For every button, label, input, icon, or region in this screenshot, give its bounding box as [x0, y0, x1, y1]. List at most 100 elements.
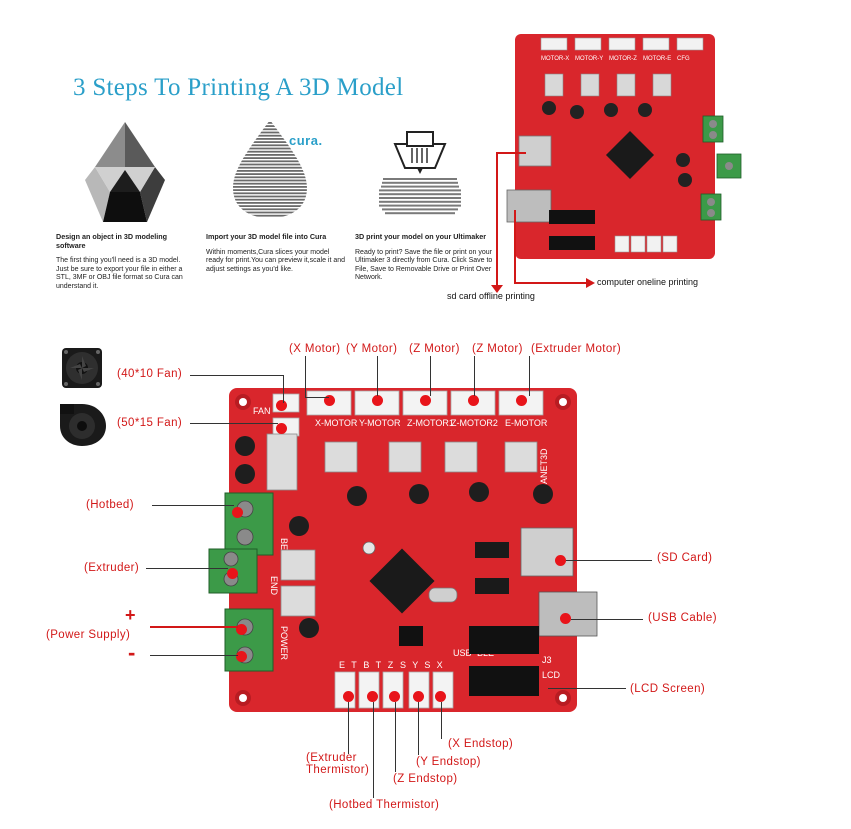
endstop-pin-label: S: [400, 660, 406, 670]
endstop-pin-label: X: [437, 660, 443, 670]
lcd-leader: [548, 688, 626, 689]
label-x-motor: (X Motor): [289, 343, 341, 355]
sliced-model-icon: [233, 122, 307, 217]
step-3: 3D print your model on your Ultimaker Re…: [355, 232, 495, 283]
endstop-pin-label: B: [363, 660, 369, 670]
hotbed-dot: [232, 507, 243, 518]
label-sd-card: (SD Card): [657, 552, 713, 564]
z-motor-2-dot: [468, 395, 479, 406]
step-1-heading: Design an object in 3D modeling software: [56, 232, 168, 250]
top-board-silk-label: MOTOR-E: [643, 56, 671, 62]
page-title: 3 Steps To Printing A 3D Model: [73, 74, 404, 101]
step-2: Import your 3D model file into Cura With…: [206, 232, 346, 274]
z-motor-1-leader: [430, 356, 431, 396]
extruder-leader: [146, 568, 228, 569]
online-caption: computer oneline printing: [597, 277, 699, 287]
online-arrow-bottom: [514, 282, 588, 284]
endstop-pin-label: T: [376, 660, 382, 670]
silk-usb: USB: [453, 648, 472, 658]
power-plus-sign: +: [125, 605, 136, 625]
fan-50x15-blower-icon: [60, 404, 106, 446]
label-lcd-screen: (LCD Screen): [630, 683, 706, 695]
sd-card-dot: [555, 555, 566, 566]
silk-lcd: LCD: [542, 670, 561, 680]
3d-model-gem-icon: [85, 122, 165, 222]
silk-anet: ANET3D: [539, 448, 549, 484]
top-board-silk-label: MOTOR-X: [541, 56, 569, 62]
endstop-pin-label: Y: [412, 660, 418, 670]
label-usb-cable: (USB Cable): [648, 612, 717, 624]
x-motor-leader: [305, 356, 306, 398]
offline-caption: sd card offline printing: [447, 291, 535, 301]
label-hotbed-thermistor: (Hotbed Thermistor): [329, 799, 440, 811]
label-extruder: (Extruder): [84, 562, 140, 574]
hotbed-leader: [152, 505, 234, 506]
x-endstop-leader: [441, 702, 442, 739]
extruder-motor-dot: [516, 395, 527, 406]
anet3d-controller-board: X-MOTOR Y-MOTOR Z-MOTOR1 Z-MOTOR2 E-MOTO…: [229, 388, 598, 712]
hotbed-thermistor-dot: [367, 691, 378, 702]
power-plus-leader: [150, 626, 238, 628]
fan-40x10-icon: [62, 348, 102, 388]
label-y-motor: (Y Motor): [346, 343, 398, 355]
step-3-heading: 3D print your model on your Ultimaker: [355, 232, 486, 241]
hotbed-thermistor-leader: [373, 702, 374, 798]
offline-arrow-top: [496, 152, 526, 154]
online-arrow-head: [586, 278, 595, 288]
fan-50-leader: [190, 423, 278, 424]
silk-end: END: [269, 576, 279, 596]
endstop-pin-label: E: [339, 660, 345, 670]
x-endstop-dot: [435, 691, 446, 702]
silk-j3: J3: [542, 655, 552, 665]
screw-terminals: [208, 492, 274, 672]
fan-50-dot: [276, 423, 287, 434]
power-minus-dot: [236, 651, 247, 662]
power-minus-sign: -: [128, 640, 136, 665]
step-1-body: The first thing you'll need is a 3D mode…: [56, 257, 183, 290]
silk-bed: BED: [279, 538, 289, 557]
endstop-pin-label: T: [351, 660, 357, 670]
label-z-motor-2: (Z Motor): [472, 343, 523, 355]
label-z-motor-1: (Z Motor): [409, 343, 460, 355]
label-extruder-motor: (Extruder Motor): [531, 343, 622, 355]
top-board-silk-label: MOTOR-Y: [575, 56, 603, 62]
y-endstop-leader: [418, 702, 419, 755]
extruder-motor-leader: [529, 356, 530, 396]
offline-arrow-line: [496, 152, 498, 290]
z-endstop-leader: [395, 702, 396, 772]
step-2-body: Within moments,Cura slices your model re…: [206, 248, 346, 273]
online-arrow-line: [514, 210, 516, 283]
step-3-body: Ready to print? Save the file or print o…: [355, 248, 493, 282]
extruder-thermistor-leader: [348, 702, 349, 754]
fan-40-leader: [190, 375, 284, 376]
label-extruder-thermistor-line2: Thermistor): [306, 764, 370, 776]
label-z-endstop: (Z Endstop): [393, 773, 458, 785]
z-motor-1-dot: [420, 395, 431, 406]
z-endstop-dot: [389, 691, 400, 702]
sd-card-leader: [566, 560, 652, 561]
y-endstop-dot: [413, 691, 424, 702]
printer-icon: [379, 131, 461, 215]
step-1: Design an object in 3D modeling software…: [56, 232, 194, 292]
y-motor-leader: [377, 356, 378, 396]
silk-power: POWER: [279, 626, 289, 661]
label-hotbed: (Hotbed): [86, 499, 134, 511]
z-motor-2-leader: [474, 356, 475, 396]
power-plus-dot: [236, 624, 247, 635]
silk-z-motor1: Z-MOTOR1: [407, 418, 454, 428]
silk-y-motor: Y-MOTOR: [359, 418, 401, 428]
label-fan-50: (50*15 Fan): [117, 417, 183, 429]
silk-e-motor: E-MOTOR: [505, 418, 548, 428]
power-minus-leader: [150, 655, 238, 656]
endstop-pin-label: S: [424, 660, 430, 670]
label-x-endstop: (X Endstop): [448, 738, 514, 750]
silk-fan: FAN: [253, 406, 271, 416]
step-2-heading: Import your 3D model file into Cura: [206, 232, 327, 241]
label-y-endstop: (Y Endstop): [416, 756, 481, 768]
label-extruder-thermistor-line1: (Extruder: [306, 752, 357, 764]
cura-logo: cura.: [289, 133, 323, 148]
x-motor-leader-h: [305, 397, 329, 398]
silk-x-motor: X-MOTOR: [315, 418, 358, 428]
y-motor-dot: [372, 395, 383, 406]
